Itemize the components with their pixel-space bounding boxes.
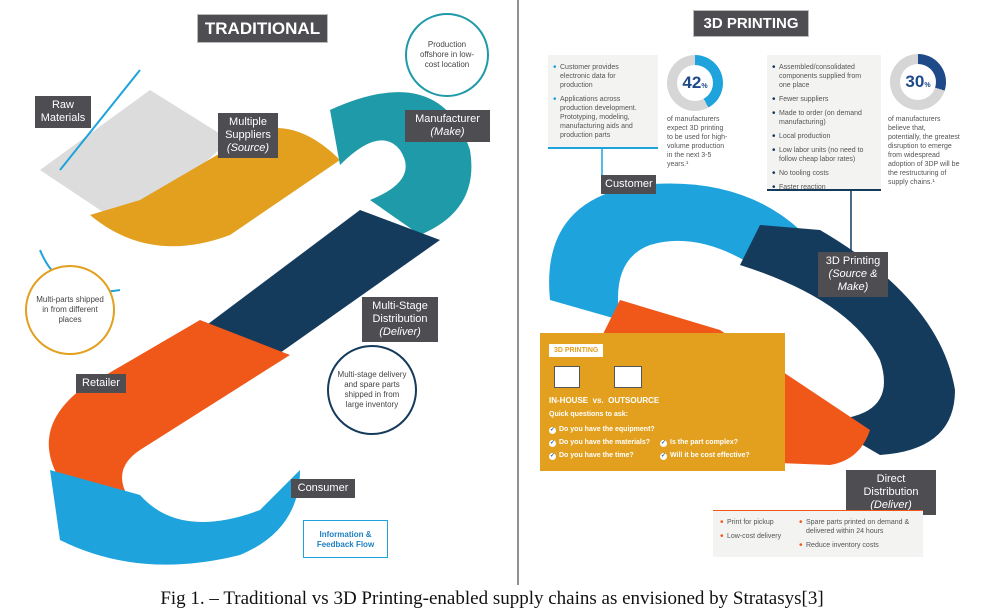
distribution-note: Multi-stage delivery and spare parts shi… [327,345,417,435]
outsource-icon [614,366,642,388]
inhouse-icon [554,366,580,388]
distribution-band [200,210,440,360]
question: Will it be cost effective? [670,452,750,459]
stat2-value: 30% [890,72,946,92]
box-tag: 3D PRINTING [549,344,604,357]
benefit: Faster reaction [772,183,873,192]
benefit: Assembled/consolidated components suppli… [772,63,873,90]
benefit: Local production [772,132,873,141]
customer-points: Customer provides electronic data for pr… [548,55,658,149]
questions-left: ✓Do you have the equipment? ✓Do you have… [549,423,655,462]
stat2-number: 30 [905,72,925,91]
distribution-label: Multi-Stage Distribution(Deliver) [362,297,438,342]
direct-name: Direct Distribution [863,473,919,498]
direct-distribution-label: Direct Distribution(Deliver) [846,470,936,515]
distribution-name: Multi-Stage Distribution [372,300,428,325]
stat1-donut-hole [677,65,713,101]
benefit: Low labor units (no need to follow cheap… [772,146,873,164]
question: Do you have the equipment? [559,426,655,433]
source-make-role: (Source & Make) [828,268,878,293]
check-icon: ✓ [549,427,556,434]
delivery-point: Reduce inventory costs [799,541,923,550]
raw-materials-band [40,90,230,230]
retailer-band [48,320,290,500]
figure-caption: Fig 1. – Traditional vs 3D Printing-enab… [160,588,824,609]
direct-role: (Deliver) [870,499,912,511]
delivery-point: Print for pickup [720,518,798,527]
manufacturer-name: Manufacturer [415,113,480,125]
customer-label: Customer [601,175,656,194]
delivery-left: Print for pickup Low-cost delivery [713,511,798,546]
benefits-list: Assembled/consolidated components suppli… [767,55,881,192]
vs-label: vs. [592,396,604,405]
stat2-donut-hole [900,64,936,100]
manufacturer-role: (Make) [430,126,465,138]
check-icon: ✓ [549,453,556,460]
offshore-note: Production offshore in low-cost location [405,13,489,97]
question: Do you have the time? [559,452,634,459]
check-icon: ✓ [660,440,667,447]
suppliers-label: Multiple Suppliers(Source) [218,113,278,158]
delivery-right: Spare parts printed on demand & delivere… [798,511,923,555]
question: Do you have the materials? [559,439,651,446]
suppliers-role: (Source) [226,142,270,154]
printing-title: 3D PRINTING [693,10,809,37]
customer-band [549,183,800,320]
suppliers-name: Multiple Suppliers [225,116,271,141]
traditional-title: TRADITIONAL [197,14,328,43]
question: Is the part complex? [670,439,739,446]
inhouse-label: IN-HOUSE [549,396,589,405]
inhouse-vs-outsource-box: 3D PRINTING IN-HOUSE vs. OUTSOURCE Quick… [540,333,785,471]
stat2-unit: % [924,82,931,89]
source-make-name: 3D Printing [825,255,881,267]
outsource-label: OUTSOURCE [608,396,660,405]
source-make-band [740,225,955,455]
check-icon: ✓ [660,453,667,460]
manufacturer-label: Manufacturer(Make) [405,110,490,142]
consumer-band [50,470,300,565]
questions-right: ✓Is the part complex? ✓Will it be cost e… [660,436,750,462]
stat1-text: of manufacturers expect 3D printing to b… [667,116,728,168]
customer-point: Customer provides electronic data for pr… [553,63,650,90]
delivery-points: Print for pickup Low-cost delivery Spare… [713,510,923,557]
raw-materials-label: Raw Materials [35,96,91,128]
questions-heading: Quick questions to ask: [549,411,628,418]
multiparts-note: Multi-parts shipped in from different pl… [25,265,115,355]
delivery-point: Low-cost delivery [720,532,798,541]
source-make-label: 3D Printing(Source & Make) [818,252,888,297]
benefit: Fewer suppliers [772,95,873,104]
delivery-point: Spare parts printed on demand & delivere… [799,518,923,536]
benefit: Made to order (on demand manufacturing) [772,109,873,127]
stat1-number: 42 [682,73,702,92]
stat1-value: 42% [667,73,723,93]
check-icon: ✓ [549,440,556,447]
consumer-label: Consumer [291,479,355,498]
stat2-text: of manufacturers believe that, potential… [888,116,960,186]
inhouse-vs-outsource: IN-HOUSE vs. OUTSOURCE [549,394,659,407]
benefit: No tooling costs [772,169,873,178]
stat1-unit: % [701,83,708,90]
customer-point: Applications across production developme… [553,95,650,140]
feedback-flow-label: Information & Feedback Flow [303,520,388,558]
retailer-label: Retailer [76,374,126,393]
distribution-role: (Deliver) [379,326,421,338]
